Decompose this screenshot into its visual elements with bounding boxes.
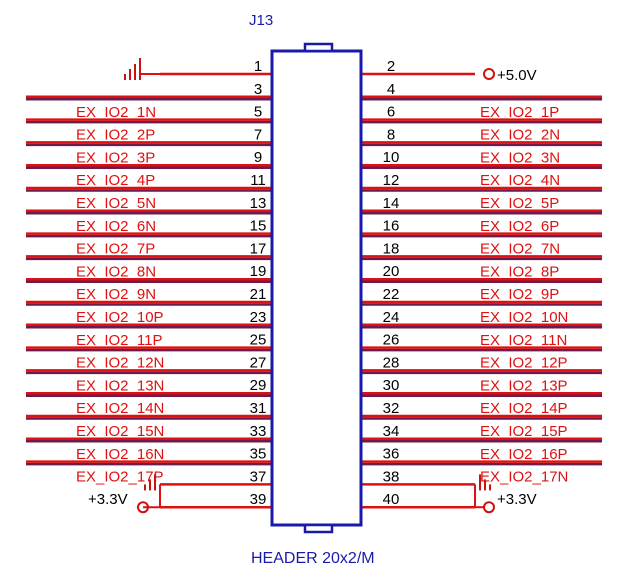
pin-number: 13 [250, 195, 267, 212]
power-symbols [124, 58, 495, 514]
power-port-5v [483, 68, 495, 80]
pin-number: 19 [250, 263, 267, 280]
pin-number: 9 [254, 149, 262, 166]
header-key-top [303, 42, 334, 53]
pin-number: 26 [383, 332, 400, 349]
net-label: EX_IO2_12P [480, 355, 568, 372]
pin-number: 11 [250, 172, 266, 189]
pin-number: 33 [250, 423, 267, 440]
power-port-3v3-left [137, 501, 149, 514]
net-label: EX_IO2_4N [480, 172, 560, 189]
net-label: EX_IO2_5N [76, 195, 156, 212]
net-label: EX_IO2_6P [480, 218, 559, 235]
net-label: EX_IO2_3N [480, 149, 560, 166]
pin-number: 6 [387, 104, 395, 121]
header-key-bottom [303, 523, 334, 534]
pin-number: 14 [383, 195, 400, 212]
pin-number: 40 [383, 491, 400, 508]
pin-number: 34 [383, 423, 400, 440]
net-label: EX_IO2_8P [480, 263, 559, 280]
pin-number: 37 [250, 468, 267, 485]
net-label: EX_IO2_3P [76, 149, 155, 166]
pin-number: 16 [383, 218, 400, 235]
pin-number: 1 [254, 58, 262, 75]
net-label: EX_IO2_16P [480, 446, 568, 463]
pin-number: 32 [383, 400, 400, 417]
pin-number: 5 [254, 104, 262, 121]
net-label: EX_IO2_6N [76, 218, 156, 235]
pin-number: 21 [250, 286, 267, 303]
net-wires [26, 98, 602, 466]
pin-number: 17 [250, 240, 267, 257]
net-labels: EX_IO2_1N EX_IO2_1P EX_IO2_2P EX_IO2_2N EX_I… [76, 104, 568, 486]
pin-lines [26, 72, 602, 509]
net-label: EX_IO2_2N [480, 127, 560, 144]
net-label: EX_IO2_1P [480, 104, 559, 121]
pin-number: 23 [250, 309, 267, 326]
pin-number: 3 [254, 81, 262, 98]
pin-number: 18 [383, 240, 400, 257]
net-label: EX_IO2_17N [480, 469, 568, 486]
power-port-3v3-right [483, 501, 495, 514]
pin-number: 29 [250, 377, 267, 394]
net-label: EX_IO2_15P [480, 423, 568, 440]
net-label: EX_IO2_17P [76, 469, 164, 486]
ground-symbol-pin1 [124, 58, 141, 80]
net-label: EX_IO2_5P [480, 195, 559, 212]
net-label: EX_IO2_8N [76, 263, 156, 280]
pin-number: 12 [383, 172, 400, 189]
power-label-3v3-left: +3.3V [88, 491, 128, 508]
pin-number: 7 [254, 126, 262, 143]
header-body [270, 42, 363, 534]
pin-number: 30 [383, 377, 400, 394]
net-label: EX_IO2_7P [76, 241, 155, 258]
pin-number: 35 [250, 446, 267, 463]
net-label: EX_IO2_10P [76, 309, 164, 326]
net-label: EX_IO2_15N [76, 423, 164, 440]
net-label: EX_IO2_13P [480, 377, 568, 394]
net-label: EX_IO2_11N [480, 332, 567, 349]
ground-symbol-pin38 [474, 474, 491, 509]
net-label: EX_IO2_14N [76, 400, 164, 417]
net-label: EX_IO2_11P [76, 332, 162, 349]
pin-number: 31 [250, 400, 267, 417]
net-label: EX_IO2_4P [76, 172, 155, 189]
net-label: EX_IO2_2P [76, 127, 155, 144]
pin-number: 15 [250, 218, 267, 235]
pin-number: 4 [387, 81, 395, 98]
ground-symbol-pin37 [143, 474, 161, 509]
net-label: EX_IO2_14P [480, 400, 568, 417]
component-value: HEADER 20x2/M [251, 550, 375, 567]
pin-number: 28 [383, 354, 400, 371]
net-label: EX_IO2_16N [76, 446, 164, 463]
net-label: EX_IO2_9P [480, 286, 559, 303]
pin-number: 39 [250, 491, 267, 508]
net-label: EX_IO2_10N [480, 309, 568, 326]
net-label: EX_IO2_13N [76, 377, 164, 394]
pin-number: 2 [387, 58, 395, 75]
pin-number: 24 [383, 309, 400, 326]
pin-number: 25 [250, 332, 267, 349]
pin-number: 10 [383, 149, 400, 166]
net-label: EX_IO2_9N [76, 286, 156, 303]
net-label: EX_IO2_1N [76, 104, 156, 121]
power-label-5v: +5.0V [497, 67, 537, 84]
pin-number: 22 [383, 286, 400, 303]
pin-number: 38 [383, 468, 400, 485]
net-label: EX_IO2_7N [480, 241, 560, 258]
pin-number: 20 [383, 263, 400, 280]
net-label: EX_IO2_12N [76, 355, 164, 372]
pin-number: 8 [387, 126, 395, 143]
header-body-outline [270, 49, 363, 527]
power-label-3v3-right: +3.3V [497, 491, 537, 508]
pin-number: 27 [250, 354, 267, 371]
pin-number: 36 [383, 446, 400, 463]
component-refdes: J13 [249, 12, 273, 29]
